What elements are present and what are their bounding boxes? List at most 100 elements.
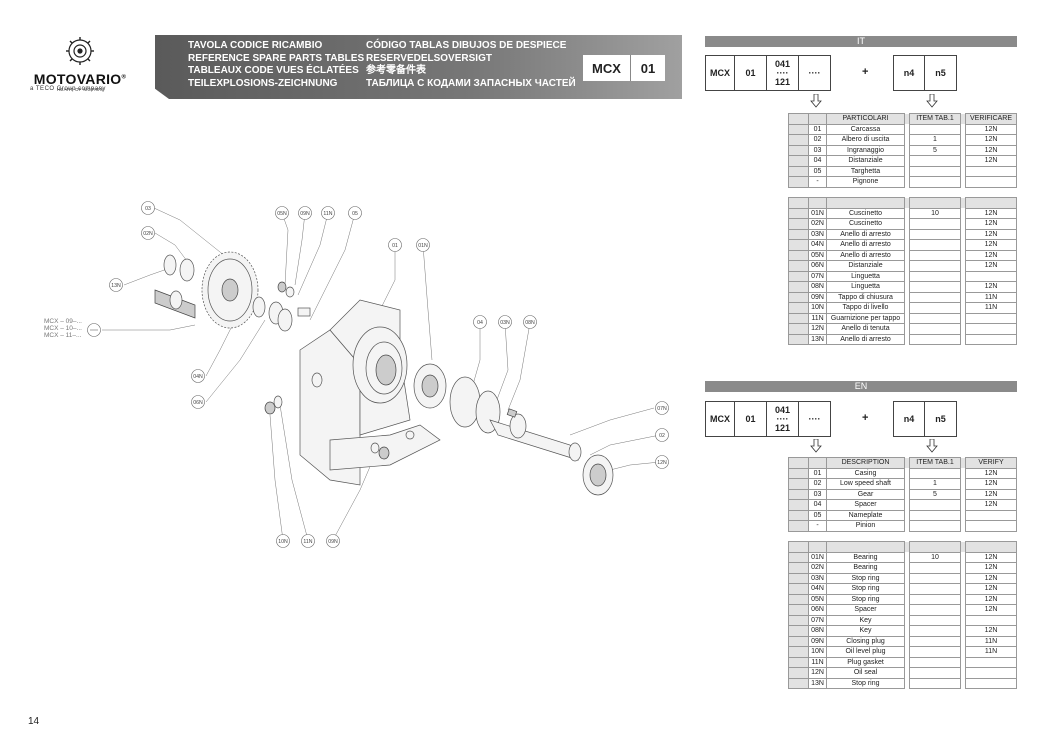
- svg-text:11N: 11N: [323, 211, 332, 217]
- nameplate: [297, 307, 311, 317]
- table-cell: [788, 562, 809, 574]
- callout: 02N: [141, 226, 155, 240]
- output-shaft: [489, 408, 582, 462]
- table-cell: Stop ring: [826, 677, 905, 689]
- code-size-top: 041: [774, 58, 791, 69]
- table-cell: [965, 312, 1017, 324]
- section-bar-it: IT: [705, 36, 1017, 47]
- table-cell: Oil seal: [826, 667, 905, 679]
- code-model: MCX: [705, 55, 735, 91]
- svg-text:06N: 06N: [193, 400, 203, 406]
- table-cell: Stop ring: [826, 583, 905, 595]
- table-cell: Low speed shaft: [826, 478, 905, 490]
- code-group: 01: [735, 401, 767, 437]
- table-row: -Pignone: [788, 176, 1017, 188]
- table-cell: [788, 635, 809, 647]
- svg-text:07N: 07N: [657, 406, 667, 412]
- table-cell: [788, 520, 809, 532]
- svg-text:01N: 01N: [418, 243, 428, 249]
- table-cell: -: [808, 176, 827, 188]
- header-title: CÓDIGO TABLAS DIBUJOS DE DESPIECE: [366, 40, 567, 51]
- table-cell: -: [808, 520, 827, 532]
- svg-text:04N: 04N: [193, 374, 203, 380]
- table-cell: [909, 604, 961, 616]
- callout: 07N: [655, 401, 669, 415]
- svg-text:13N: 13N: [111, 283, 121, 289]
- svg-text:05: 05: [352, 211, 358, 217]
- model-code-box: MCX 01: [583, 55, 665, 81]
- callout: 01: [388, 238, 402, 252]
- code-model: MCX: [705, 401, 735, 437]
- table-cell: [788, 218, 809, 230]
- table-cell: 11N: [808, 312, 827, 324]
- table-cell: 04N: [808, 583, 827, 595]
- table-cell: [909, 312, 961, 324]
- table-cell: 12N: [965, 625, 1017, 637]
- table-cell: [788, 667, 809, 679]
- callout: 11N: [321, 206, 335, 220]
- table-cell: [788, 614, 809, 626]
- col-header: DESCRIPTION: [826, 457, 905, 469]
- table-cell: [788, 656, 809, 668]
- table-cell: 12N: [965, 281, 1017, 293]
- svg-text:02N: 02N: [143, 231, 153, 237]
- table-cell: [909, 499, 961, 511]
- table-cell: [788, 551, 809, 563]
- table-cell: 12N: [965, 260, 1017, 272]
- table-cell: 01N: [808, 551, 827, 563]
- callout: 05N: [275, 206, 289, 220]
- table-cell: [788, 281, 809, 293]
- table-cell: Anello di arresto: [826, 239, 905, 251]
- table-cell: 01: [808, 467, 827, 479]
- table-cell: 12N: [965, 572, 1017, 584]
- callout: 03: [141, 201, 155, 215]
- table-cell: 12N: [965, 239, 1017, 251]
- table-cell: 09N: [808, 291, 827, 303]
- table-cell: [909, 239, 961, 251]
- callout: 13N: [109, 278, 123, 292]
- table-cell: Linguetta: [826, 281, 905, 293]
- code-size: 041 ···· 121: [767, 401, 799, 437]
- brand-logo: MOTOVARIO® HEART OF MOTION: [30, 36, 130, 92]
- table-cell: [965, 165, 1017, 177]
- table-cell: 06N: [808, 604, 827, 616]
- table-cell: 12N: [965, 488, 1017, 500]
- table-cell: 12N: [965, 583, 1017, 595]
- table-header-row: PARTICOLARI ITEM TAB.1 VERIFICARE: [788, 113, 1017, 125]
- code-n5: n5: [925, 55, 957, 91]
- table-cell: Anello di tenuta: [826, 323, 905, 335]
- table-cell: 05: [808, 509, 827, 521]
- code-row-it: MCX 01 041 ···· 121 ···· n4 n5: [705, 55, 957, 91]
- table-cell: [909, 218, 961, 230]
- table-cell: 03N: [808, 572, 827, 584]
- table-cell: Oil level plug: [826, 646, 905, 658]
- table-cell: [909, 467, 961, 479]
- table-header-row: [788, 197, 1017, 209]
- table-cell: 05: [808, 165, 827, 177]
- table-cell: 03N: [808, 228, 827, 240]
- table-cell: [788, 488, 809, 500]
- plug-gasket: [370, 442, 380, 454]
- table-cell: Plug gasket: [826, 656, 905, 668]
- table-cell: [909, 228, 961, 240]
- model-label: MCX: [583, 55, 631, 81]
- table-header-row: [788, 541, 1017, 553]
- col-header: VERIFY: [965, 457, 1017, 469]
- table-cell: 06N: [808, 260, 827, 272]
- table-cell: [788, 291, 809, 303]
- table-cell: [909, 635, 961, 647]
- table-cell: 12N: [965, 218, 1017, 230]
- table-cell: [909, 155, 961, 167]
- header-title: ТАБЛИЦА С КОДАМИ ЗАПАСНЫХ ЧАСТЕЙ: [366, 77, 576, 89]
